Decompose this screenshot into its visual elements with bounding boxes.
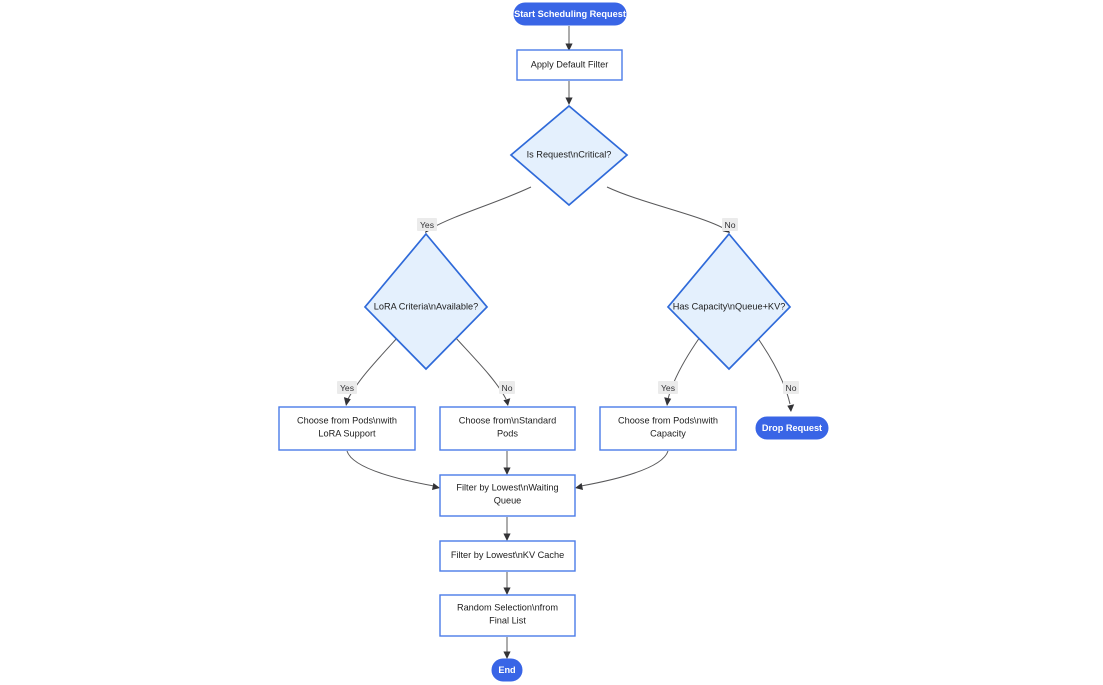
node-choose-capacity[interactable]: Choose from Pods\nwith Capacity <box>599 406 737 451</box>
node-lora-criteria-label: LoRA Criteria\nAvailable? <box>374 301 479 311</box>
node-is-critical-label: Is Request\nCritical? <box>527 149 612 159</box>
node-apply-default-filter-shape[interactable] <box>516 49 623 81</box>
node-filter-queue-shape[interactable] <box>439 474 576 517</box>
node-choose-lora[interactable]: Choose from Pods\nwith LoRA Support <box>278 406 416 451</box>
node-end-shape[interactable] <box>491 658 523 682</box>
edge-lora-criteria-to-choose-lora <box>343 336 399 406</box>
node-filter-queue[interactable]: Filter by Lowest\nWaiting Queue <box>439 474 576 517</box>
edge-is-critical-to-lora-criteria <box>425 186 532 233</box>
edge-is-critical-to-has-capacity <box>606 186 730 233</box>
edge-label-critical-yes: Yes <box>417 218 437 231</box>
node-start-shape[interactable] <box>513 2 627 26</box>
edge-filter-queue-to-filter-kv <box>503 517 511 541</box>
edge-label-layer: Yes No Yes No Yes No <box>337 218 799 394</box>
node-choose-standard-label-line2: Pods <box>497 428 518 438</box>
node-random-selection-label-line2: Final List <box>489 615 526 625</box>
node-end[interactable]: End <box>491 658 523 682</box>
edge-filter-kv-to-random-selection <box>503 572 511 595</box>
node-filter-queue-label-line2: Queue <box>494 495 522 505</box>
node-random-selection-shape[interactable] <box>439 594 576 637</box>
node-choose-capacity-shape[interactable] <box>599 406 737 451</box>
node-start[interactable]: Start Scheduling Request <box>513 2 627 26</box>
node-end-label: End <box>498 665 515 675</box>
node-filter-queue-label-line1: Filter by Lowest\nWaiting <box>456 482 558 492</box>
edge-label-lora-no: No <box>499 381 515 394</box>
edge-choose-capacity-to-filter-queue <box>575 450 669 490</box>
node-random-selection[interactable]: Random Selection\nfrom Final List <box>439 594 576 637</box>
node-choose-standard[interactable]: Choose from\nStandard Pods <box>439 406 576 451</box>
node-lora-criteria-shape[interactable] <box>363 232 489 371</box>
edge-has-capacity-to-drop-request <box>756 336 795 412</box>
node-drop-request[interactable]: Drop Request <box>755 416 829 440</box>
node-choose-lora-shape[interactable] <box>278 406 416 451</box>
edge-start-to-apply-default-filter <box>565 26 573 51</box>
node-start-label: Start Scheduling Request <box>514 9 626 19</box>
edge-label-capacity-yes: Yes <box>658 381 678 394</box>
node-filter-kv[interactable]: Filter by Lowest\nKV Cache <box>439 540 576 572</box>
node-drop-request-label: Drop Request <box>762 423 822 433</box>
node-choose-standard-label-line1: Choose from\nStandard <box>459 415 557 425</box>
node-choose-capacity-label-line1: Choose from Pods\nwith <box>618 415 718 425</box>
node-choose-lora-label-line2: LoRA Support <box>318 428 376 438</box>
edge-lora-criteria-to-choose-standard <box>454 336 511 406</box>
node-apply-default-filter[interactable]: Apply Default Filter <box>516 49 623 81</box>
node-choose-capacity-label-line2: Capacity <box>650 428 686 438</box>
edge-label-lora-yes: Yes <box>337 381 357 394</box>
edge-label-lora-no-text: No <box>502 383 513 393</box>
node-is-critical[interactable]: Is Request\nCritical? <box>509 104 629 207</box>
node-lora-criteria[interactable]: LoRA Criteria\nAvailable? <box>363 232 489 371</box>
edge-label-capacity-no-text: No <box>786 383 797 393</box>
edge-apply-default-filter-to-is-critical <box>565 81 573 105</box>
node-drop-request-shape[interactable] <box>755 416 829 440</box>
node-apply-default-filter-label: Apply Default Filter <box>531 59 609 69</box>
edge-label-capacity-yes-text: Yes <box>661 383 675 393</box>
edge-choose-lora-to-filter-queue <box>346 450 440 490</box>
node-has-capacity[interactable]: Has Capacity\nQueue+KV? <box>666 232 792 371</box>
edge-label-critical-no-text: No <box>725 220 736 230</box>
node-layer: Start Scheduling Request Apply Default F… <box>278 2 829 682</box>
node-random-selection-label-line1: Random Selection\nfrom <box>457 602 558 612</box>
node-choose-standard-shape[interactable] <box>439 406 576 451</box>
edge-label-capacity-no: No <box>783 381 799 394</box>
edge-label-critical-yes-text: Yes <box>420 220 434 230</box>
node-has-capacity-label: Has Capacity\nQueue+KV? <box>673 301 786 311</box>
edge-choose-standard-to-filter-queue <box>503 451 511 475</box>
node-is-critical-shape[interactable] <box>509 104 629 207</box>
edge-label-lora-yes-text: Yes <box>340 383 354 393</box>
node-filter-kv-label: Filter by Lowest\nKV Cache <box>451 550 564 560</box>
edge-label-critical-no: No <box>722 218 738 231</box>
node-choose-lora-label-line1: Choose from Pods\nwith <box>297 415 397 425</box>
node-filter-kv-shape[interactable] <box>439 540 576 572</box>
edge-random-selection-to-end <box>503 637 511 659</box>
edge-has-capacity-to-choose-capacity <box>664 336 701 406</box>
node-has-capacity-shape[interactable] <box>666 232 792 371</box>
